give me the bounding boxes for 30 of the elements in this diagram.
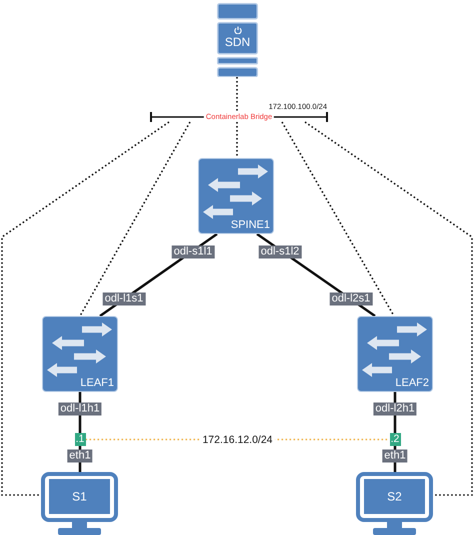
node-label: LEAF2	[395, 377, 429, 389]
address-tag: .2	[390, 433, 400, 446]
node-label: S1	[72, 490, 87, 503]
interface-label: odl-l1s1	[102, 292, 146, 306]
network-switch	[42, 316, 118, 392]
dotted-link	[236, 122, 238, 158]
node-label: SPINE1	[230, 219, 270, 231]
monitor	[356, 472, 433, 535]
server	[217, 3, 258, 77]
interface-label: odl-l2h1	[373, 402, 417, 416]
dotted-link	[79, 122, 191, 316]
address-tag: .1	[74, 433, 86, 446]
dotted-link	[236, 77, 238, 112]
node-label: SDN	[224, 36, 250, 49]
interface-label: odl-s1l1	[172, 246, 214, 258]
network-switch	[357, 316, 433, 392]
interface-label: eth1	[67, 450, 93, 462]
interface-label: odl-l1h1	[58, 402, 102, 416]
edge-label: 172.16.12.0/24	[200, 434, 275, 446]
interface-label: odl-s1l2	[258, 246, 302, 258]
node-label: S2	[387, 490, 402, 503]
interface-label: eth1	[382, 450, 408, 462]
dotted-link	[304, 121, 473, 496]
node-label: LEAF1	[80, 377, 114, 389]
network-bridge	[150, 112, 328, 122]
monitor	[41, 472, 118, 535]
interface-label: odl-l2s1	[330, 292, 372, 306]
dotted-link	[281, 122, 395, 316]
network-switch	[198, 158, 274, 234]
dotted-link	[1, 121, 170, 496]
